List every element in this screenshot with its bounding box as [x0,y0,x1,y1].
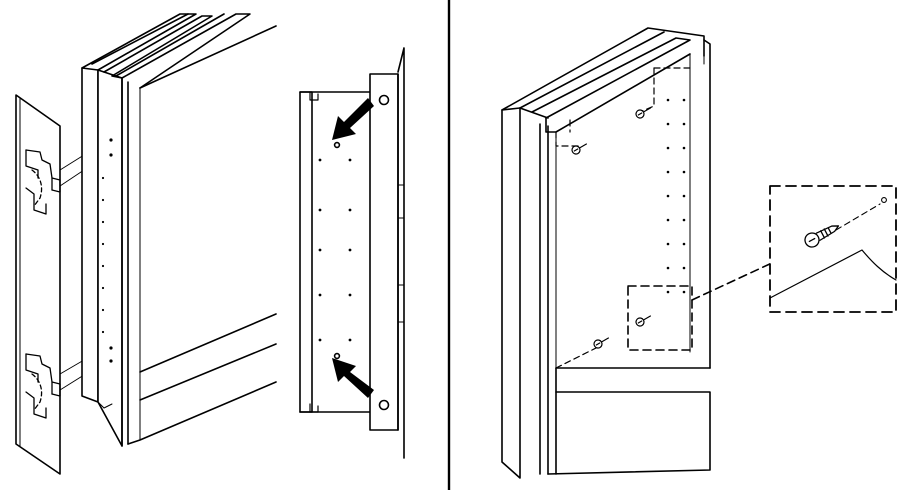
arrow-up-icon [332,358,374,398]
screw-icon [635,105,653,120]
recessed-cabinet [502,28,896,478]
dashed-guides [556,68,690,368]
screw-icon [635,313,653,328]
frame-screw-holes [101,138,113,363]
plate-holes [318,158,352,342]
detail-callout [770,186,896,312]
screw-detail-icon [803,220,842,250]
cabinet-holes [666,98,686,294]
screw-icon [593,335,611,350]
screw-icon [571,141,589,156]
screw-icons [571,105,653,350]
left-assembly [16,14,276,474]
detail-leader [692,262,774,300]
mounting-rail-assembly [300,48,404,458]
side-panel [16,95,60,474]
arrow-down-icon [332,98,374,140]
cabinet-frame [82,14,276,446]
detail-marker-box [628,286,692,350]
rail-mounting-holes [335,96,389,410]
